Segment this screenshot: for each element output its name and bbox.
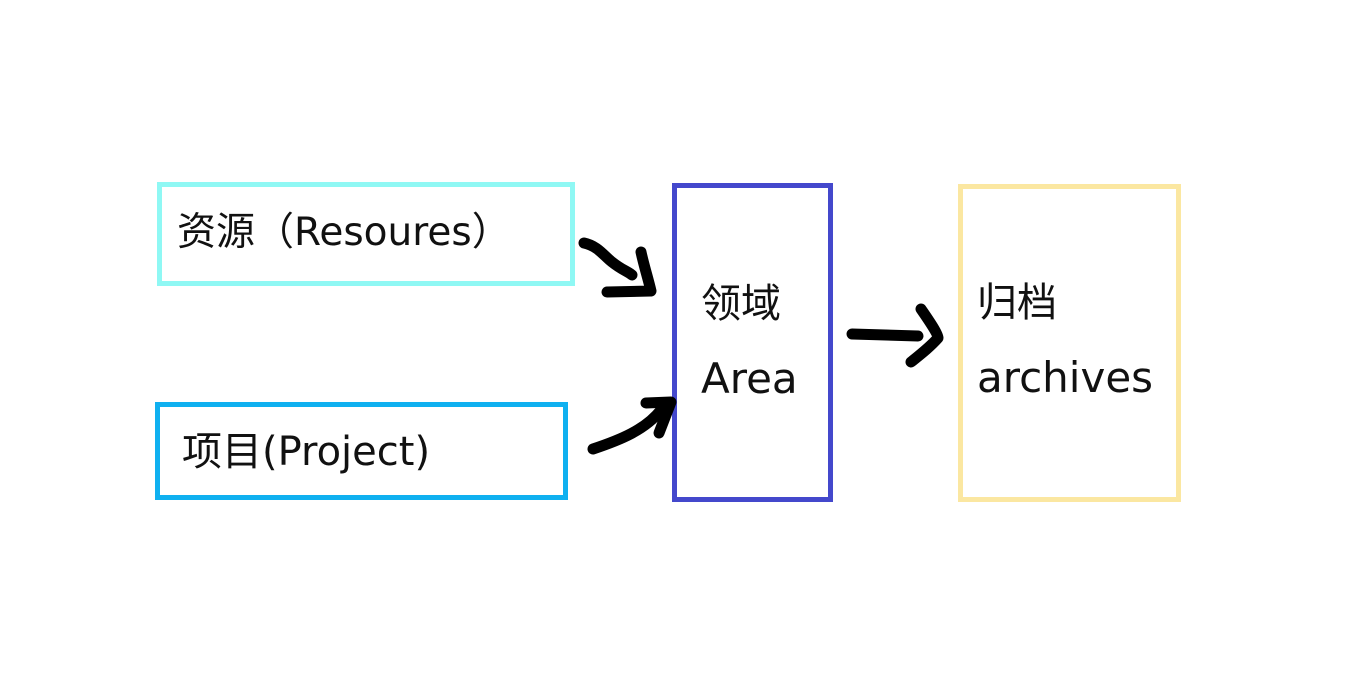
node-area-label-cn: 领域: [701, 281, 781, 327]
node-resources-label: 资源（Resoures）: [177, 210, 511, 255]
node-project-label: 项目(Project): [182, 429, 431, 475]
node-resources: 资源（Resoures）: [157, 182, 575, 286]
arrow-shaft-icon: [578, 237, 638, 281]
edge-resources-to-area: [578, 237, 657, 298]
arrow-shaft-icon: [846, 328, 924, 342]
node-area: 领域 Area: [672, 183, 833, 502]
node-archives-label-cn: 归档: [977, 280, 1057, 326]
node-project: 项目(Project): [155, 402, 568, 500]
arrow-head-icon: [640, 396, 677, 439]
arrow-shaft-icon: [587, 404, 667, 455]
arrow-head-icon: [601, 246, 657, 298]
arrow-head-icon: [905, 303, 944, 368]
edge-project-to-area: [587, 396, 677, 455]
node-archives-label-en: archives: [977, 353, 1154, 402]
edge-area-to-archives: [846, 303, 944, 368]
node-archives: 归档 archives: [958, 184, 1181, 502]
node-area-label-en: Area: [701, 354, 798, 403]
